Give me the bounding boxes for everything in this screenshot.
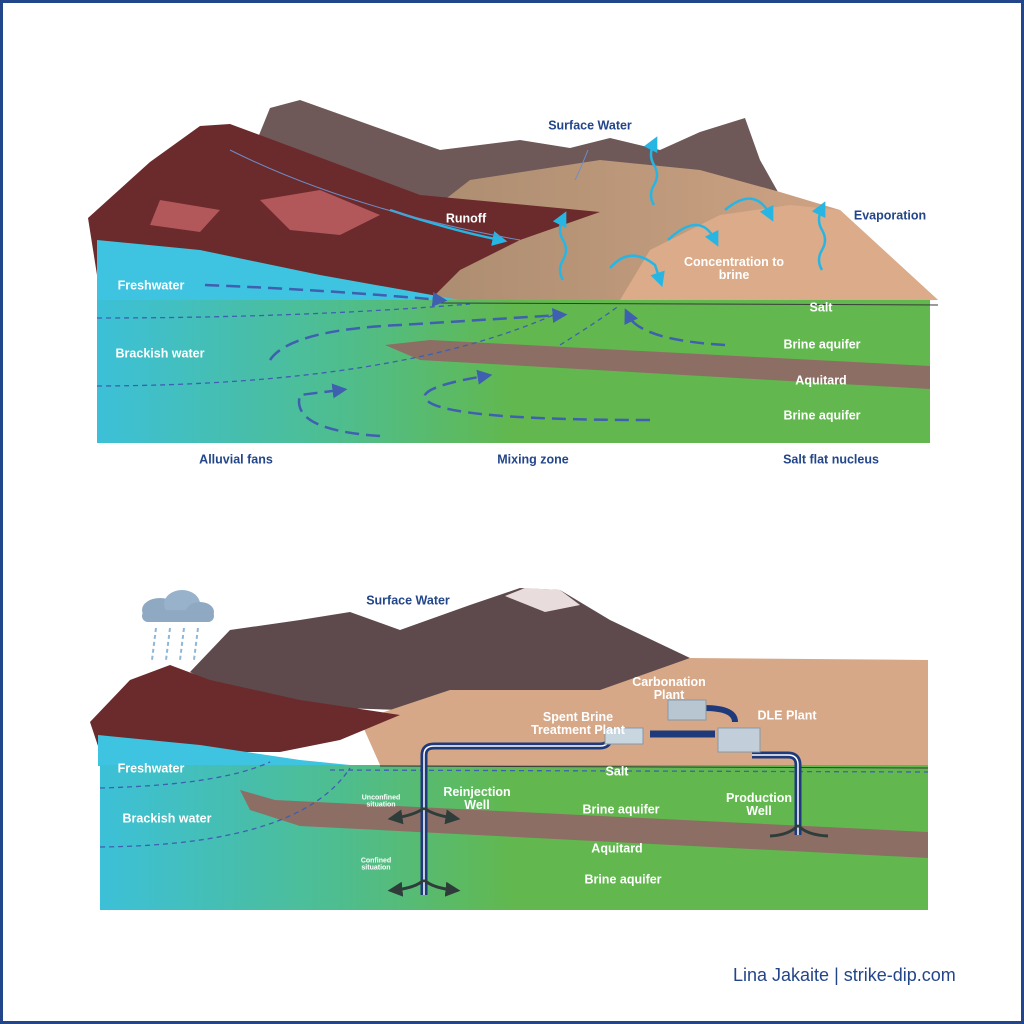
label-salt: Salt bbox=[605, 764, 629, 779]
tan-surface bbox=[360, 658, 928, 765]
label-confined-situation: Confined situation bbox=[360, 857, 392, 872]
rain-cloud-icon bbox=[142, 590, 214, 661]
label-reinjection-well: Reinjection Well bbox=[443, 784, 511, 812]
spent-brine-plant-building bbox=[604, 727, 644, 745]
salt-line bbox=[439, 302, 939, 306]
label-spent-brine-plant: Spent Brine Treatment Plant bbox=[531, 709, 625, 737]
snow-cap bbox=[505, 588, 580, 612]
production-well-branches bbox=[769, 823, 829, 838]
label-alluvial-fans: Alluvial fans bbox=[199, 452, 273, 467]
streams bbox=[229, 149, 589, 241]
salt-flat bbox=[620, 205, 938, 300]
red-mountain bbox=[90, 665, 400, 752]
freshwater-surface bbox=[97, 240, 460, 300]
label-production-well: Production Well bbox=[726, 790, 792, 818]
label-unconfined-situation: Unconfined situation bbox=[361, 794, 401, 809]
label-brine-aquifer-upper: Brine aquifer bbox=[783, 337, 861, 352]
boundary-dashes bbox=[99, 761, 929, 848]
top-block bbox=[88, 100, 939, 443]
label-brackish-water: Brackish water bbox=[115, 346, 205, 361]
label-surface-water: Surface Water bbox=[548, 118, 632, 133]
reinjection-branches bbox=[387, 806, 461, 897]
red-patches bbox=[260, 190, 380, 235]
label-evaporation: Evaporation bbox=[853, 208, 927, 223]
label-brine-aquifer-lower: Brine aquifer bbox=[783, 408, 861, 423]
label-aquitard: Aquitard bbox=[795, 373, 847, 388]
label-salt: Salt bbox=[809, 300, 833, 315]
red-patches bbox=[150, 200, 220, 232]
label-brine-aquifer-upper: Brine aquifer bbox=[582, 802, 660, 817]
bottom-block bbox=[90, 588, 929, 910]
label-mixing-zone: Mixing zone bbox=[497, 452, 569, 467]
aquitard-band bbox=[385, 340, 930, 389]
label-brine-aquifer-lower: Brine aquifer bbox=[584, 872, 662, 887]
label-brackish-water: Brackish water bbox=[122, 811, 212, 826]
freshwater-surface bbox=[98, 735, 360, 766]
label-runoff: Runoff bbox=[445, 211, 487, 226]
aquitard-band bbox=[240, 790, 928, 858]
label-aquitard: Aquitard bbox=[591, 841, 643, 856]
label-surface-water: Surface Water bbox=[366, 593, 450, 608]
salt-line bbox=[379, 765, 929, 769]
mountains bbox=[190, 588, 690, 710]
carbonation-plant-building bbox=[667, 699, 707, 721]
label-salt-flat-nucleus: Salt flat nucleus bbox=[783, 452, 879, 467]
label-freshwater: Freshwater bbox=[117, 761, 185, 776]
dle-plant-building bbox=[717, 727, 761, 753]
label-dle-plant: DLE Plant bbox=[757, 708, 817, 723]
label-carbonation-plant: Carbonation Plant bbox=[632, 674, 706, 702]
boundary-dashes bbox=[96, 303, 621, 387]
author-credit: Lina Jakaite | strike-dip.com bbox=[733, 965, 956, 985]
flow-arrows bbox=[204, 283, 726, 438]
label-freshwater: Freshwater bbox=[117, 278, 185, 293]
label-concentration: Concentration to brine bbox=[684, 254, 784, 282]
